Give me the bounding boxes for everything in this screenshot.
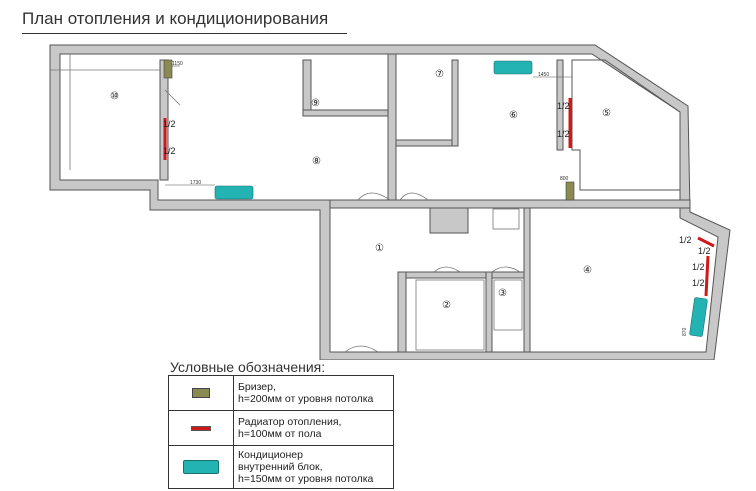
- wc-fixture: [493, 279, 523, 331]
- radiator-label: 1/2: [557, 129, 570, 139]
- legend-row-breezer: Бризер, h=200мм от уровня потолка: [168, 375, 394, 411]
- windows-doors: [50, 54, 523, 353]
- radiator-label: 1/2: [698, 246, 711, 256]
- radiator-label: 1/2: [557, 101, 570, 111]
- legend-text: h=200мм от уровня потолка: [238, 393, 374, 405]
- wall-7-right: [451, 59, 459, 147]
- floor-plan: ① ② ③ ④ ⑤ ⑥ ⑦ ⑧ ⑨ ⑩ 1/2 1/2 1/2 1/2 1/2 …: [49, 44, 731, 360]
- legend-text: h=150мм от уровня потолка: [238, 473, 374, 485]
- wall-8-6: [387, 53, 397, 201]
- breezer-icon: [565, 181, 575, 201]
- title-underline: [22, 33, 347, 34]
- legend-text: Кондиционер: [238, 449, 303, 461]
- radiator-icon: [191, 425, 211, 431]
- room-1: ①: [375, 243, 384, 254]
- ac-unit-icon: [689, 297, 708, 337]
- room-9: ⑨: [311, 98, 320, 109]
- breezer-icon: [192, 388, 210, 398]
- dimension-text: 800: [560, 176, 569, 182]
- breezers: [163, 59, 575, 201]
- breezer-icon: [163, 59, 173, 79]
- door-swing: [399, 192, 429, 201]
- door-swing: [164, 89, 181, 106]
- dimension-text: 870: [682, 327, 688, 336]
- door-swing: [491, 266, 521, 273]
- ac-unit-icon: [183, 460, 219, 474]
- radiator-icon: [697, 236, 715, 248]
- dimension-text: 1730: [190, 180, 201, 186]
- wall-9-bottom: [302, 109, 389, 117]
- room-4: ④: [583, 265, 592, 276]
- radiator-label: 1/2: [679, 235, 692, 245]
- room-10: ⑩: [110, 91, 119, 102]
- door-swing: [433, 266, 461, 273]
- radiators: [163, 98, 715, 297]
- wall-hall-top: [329, 199, 691, 209]
- air-conditioners: [214, 60, 708, 337]
- room-3: ③: [498, 288, 507, 299]
- wall-9-left: [302, 59, 312, 117]
- legend-row-ac: Кондиционер внутренний блок, h=150мм от …: [168, 445, 394, 489]
- legend-row-radiator: Радиатор отопления, h=100мм от пола: [168, 410, 394, 446]
- wall-bath-left: [397, 271, 407, 353]
- wall-bath-top: [397, 271, 525, 279]
- radiator-label: 1/2: [163, 119, 176, 129]
- door-swing: [357, 192, 391, 201]
- room-2: ②: [442, 300, 451, 311]
- legend-text: Бризер,: [238, 381, 276, 393]
- radiator-icon: [704, 255, 710, 297]
- walls: [49, 44, 731, 360]
- wall-7-bottom: [395, 139, 459, 147]
- room-7: ⑦: [435, 69, 444, 80]
- dimension-text: 1450: [538, 72, 549, 78]
- legend-text: Радиатор отопления,: [238, 416, 342, 428]
- page-title: План отопления и кондиционирования: [22, 9, 329, 28]
- radiator-label: 1/2: [163, 146, 176, 156]
- ac-unit-icon: [493, 60, 533, 75]
- closet: [492, 208, 520, 230]
- door-swing: [344, 345, 379, 353]
- wall-2-3: [485, 271, 493, 353]
- radiator-label: 1/2: [692, 278, 705, 288]
- hall-block: [429, 207, 469, 234]
- wall-1-4: [523, 207, 531, 353]
- dimension-text: 1150: [172, 61, 183, 67]
- legend-title: Условные обозначения:: [170, 359, 326, 375]
- legend-text: внутренний блок,: [238, 461, 323, 473]
- room-5: ⑤: [602, 108, 611, 119]
- legend-text: h=100мм от пола: [238, 428, 322, 440]
- wall-6-5: [556, 59, 564, 151]
- room-8: ⑧: [312, 156, 321, 167]
- balcony-5-outline: [571, 59, 681, 191]
- radiator-label: 1/2: [692, 262, 705, 272]
- bath-fixture: [415, 279, 485, 351]
- room-6: ⑥: [509, 110, 518, 121]
- ac-unit-icon: [214, 185, 254, 200]
- legend-table: Бризер, h=200мм от уровня потолка Радиат…: [168, 375, 394, 489]
